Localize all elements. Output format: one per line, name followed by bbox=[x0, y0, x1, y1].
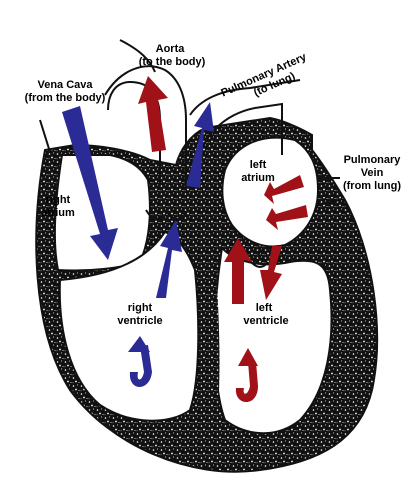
blood-flow-arrows-oxygenated bbox=[138, 76, 308, 402]
svg-text:Vena Cava: Vena Cava bbox=[37, 79, 93, 91]
arrow-right-ventricle-curl bbox=[129, 345, 152, 387]
svg-text:left: left bbox=[250, 159, 267, 171]
svg-text:ventricle: ventricle bbox=[117, 315, 162, 327]
label-left-ventricle: left ventricle bbox=[243, 302, 288, 327]
label-vena-cava: Vena Cava (from the body) bbox=[25, 79, 106, 104]
svg-text:Aorta: Aorta bbox=[156, 43, 186, 55]
arrow-left-ventricle-up bbox=[224, 238, 252, 304]
svg-text:(to the body): (to the body) bbox=[139, 56, 206, 68]
svg-text:ventricle: ventricle bbox=[243, 315, 288, 327]
label-pulmonary-vein: Pulmonary Vein (from lung) bbox=[343, 154, 401, 192]
arrow-pulmonary-vein-bottom bbox=[266, 205, 308, 230]
blood-flow-arrows-deoxygenated bbox=[62, 102, 214, 387]
svg-text:(from lung): (from lung) bbox=[343, 180, 401, 192]
arrow-vena-cava-to-right-atrium bbox=[62, 106, 118, 260]
svg-text:right: right bbox=[46, 194, 71, 206]
arrow-left-ventricle-curl bbox=[235, 362, 258, 402]
svg-text:atrium: atrium bbox=[41, 207, 75, 219]
svg-text:atrium: atrium bbox=[241, 172, 275, 184]
label-right-ventricle: right ventricle bbox=[117, 302, 162, 327]
label-right-atrium: right atrium bbox=[41, 194, 75, 219]
valve-flaps bbox=[145, 209, 274, 268]
svg-text:right: right bbox=[128, 302, 153, 314]
label-left-atrium: left atrium bbox=[241, 159, 275, 184]
label-aorta: Aorta (to the body) bbox=[139, 43, 206, 68]
arrow-pulmonary-vein-top bbox=[264, 175, 304, 204]
arrow-aorta-up bbox=[138, 76, 168, 152]
septum bbox=[200, 260, 220, 440]
svg-text:Pulmonary: Pulmonary bbox=[344, 154, 402, 166]
pulmonary-vein-vessel bbox=[317, 177, 341, 206]
arrow-to-pulmonary-artery bbox=[186, 102, 214, 188]
label-pulmonary-artery: Pulmonary Artery (to lung) bbox=[219, 51, 309, 100]
svg-text:(from the body): (from the body) bbox=[25, 92, 106, 104]
arrow-right-ventricle-up bbox=[156, 220, 182, 298]
svg-text:left: left bbox=[256, 302, 273, 314]
arrow-left-atrium-to-ventricle bbox=[260, 246, 282, 300]
svg-text:Vein: Vein bbox=[361, 167, 384, 179]
